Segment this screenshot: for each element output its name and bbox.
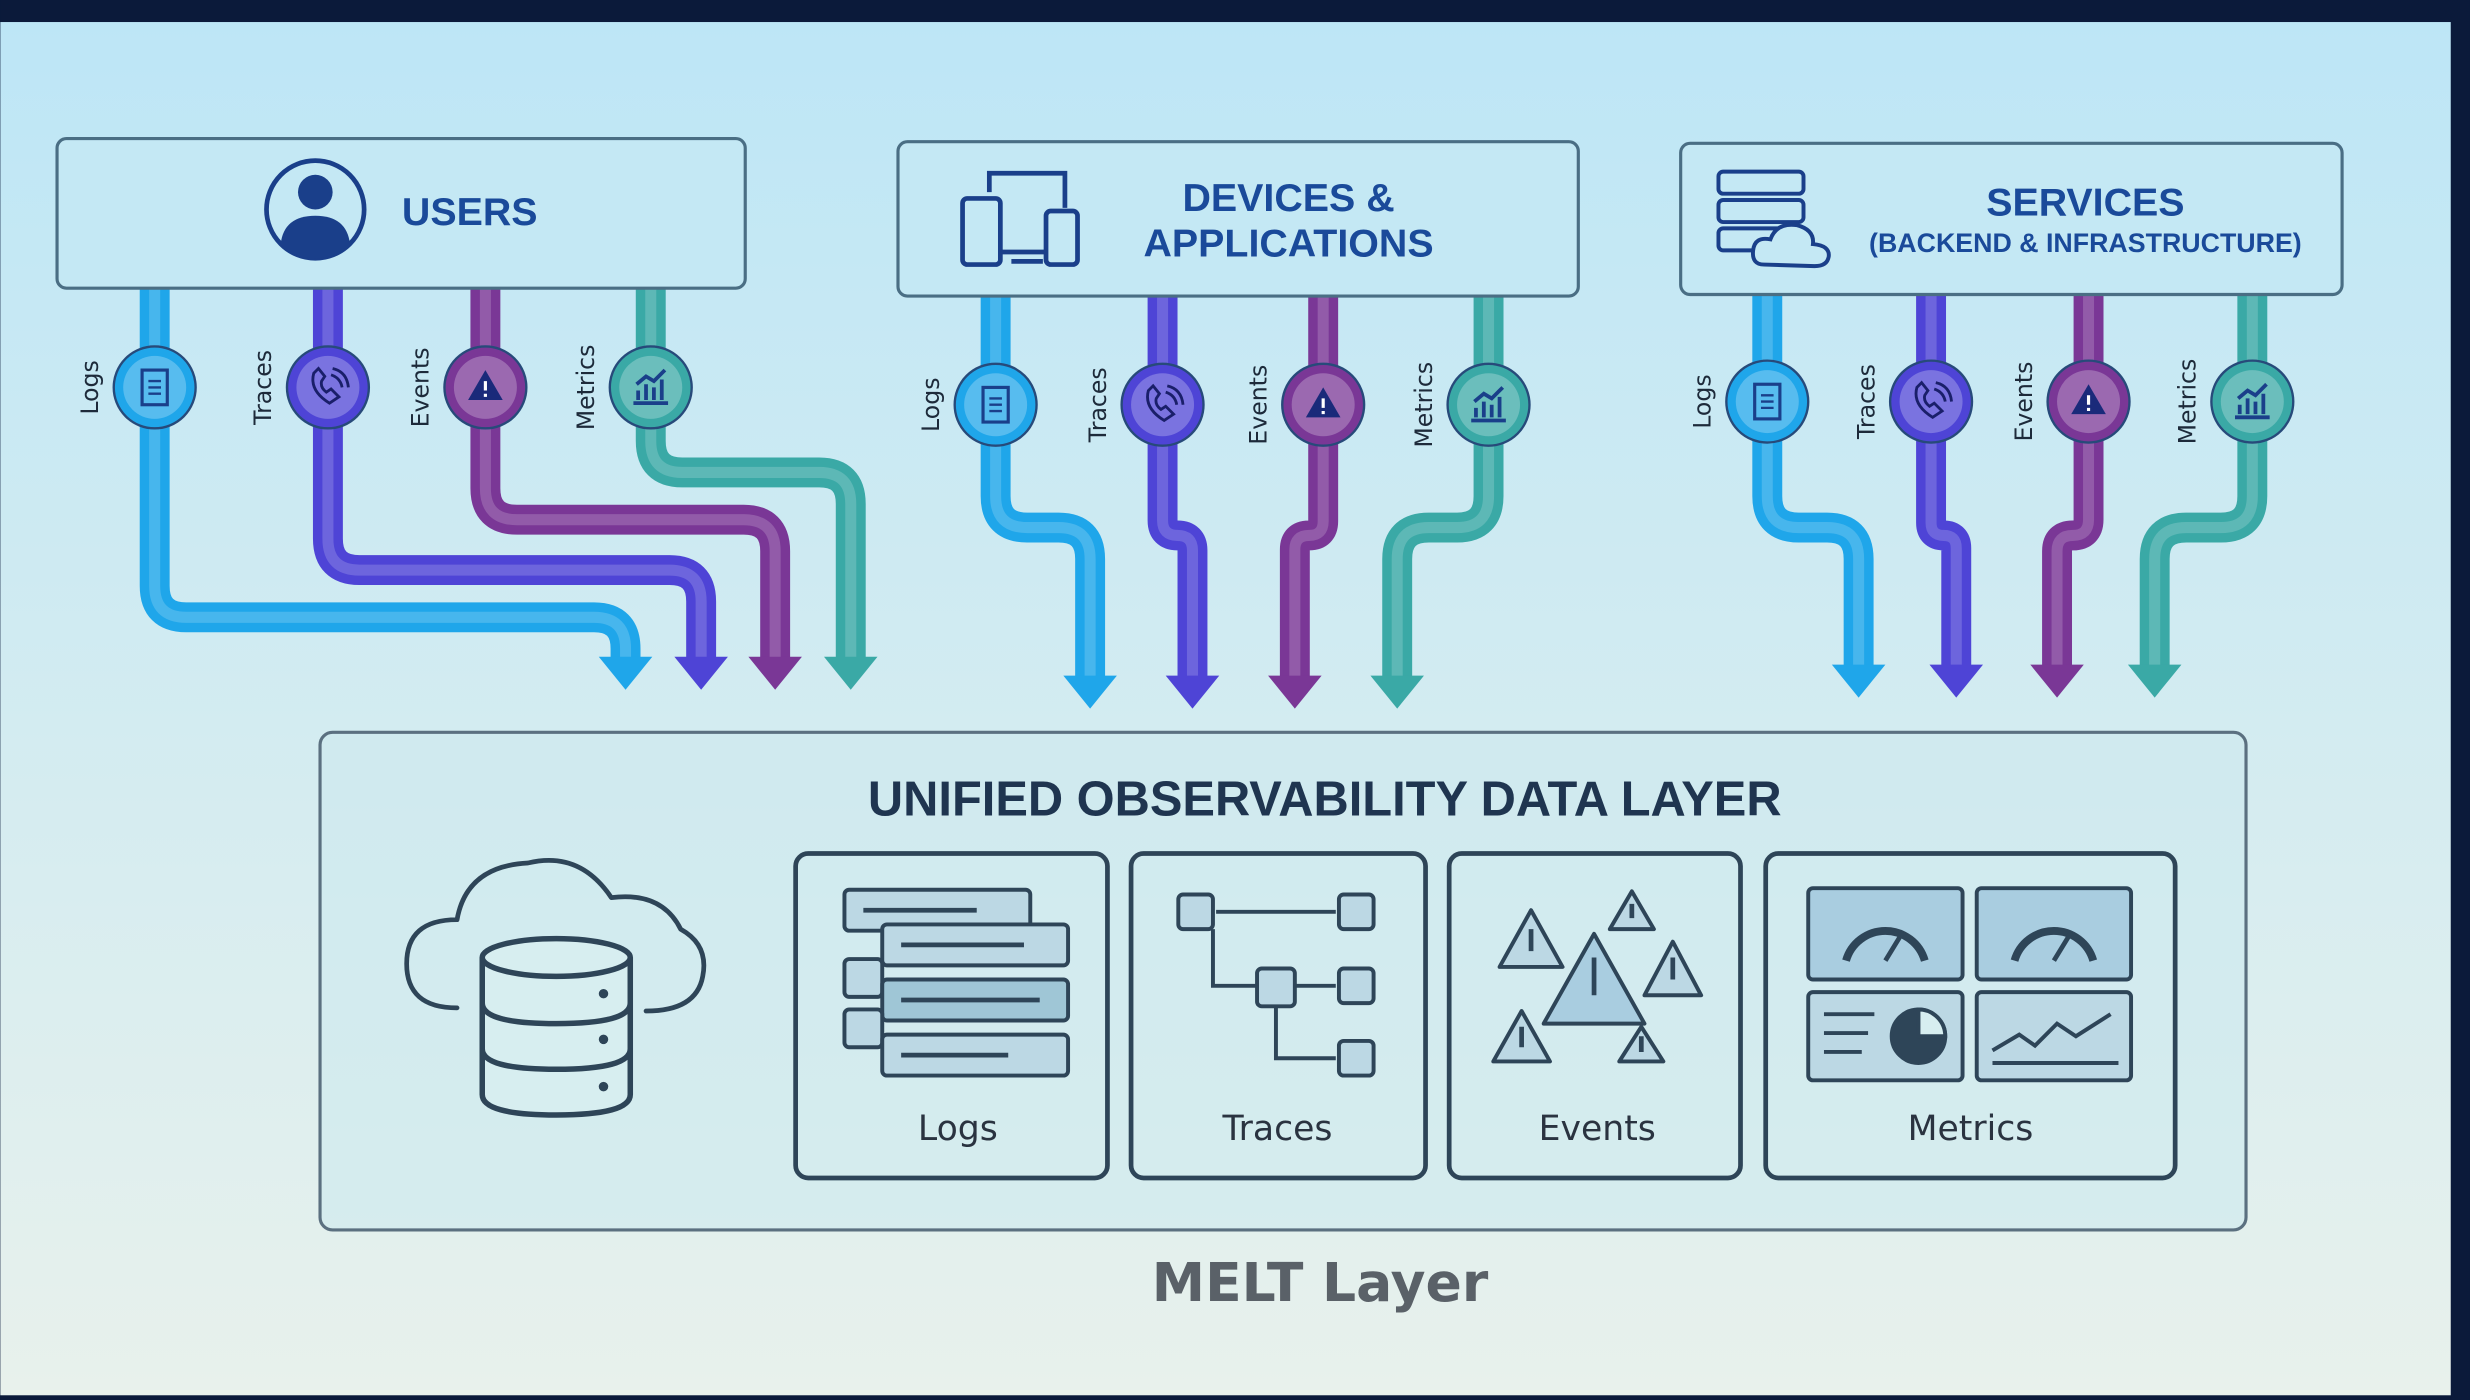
devices-events-badge: Events <box>1244 362 1366 447</box>
devices-events-arrow <box>1268 296 1339 709</box>
services-subtitle: (BACKEND & INFRASTRUCTURE) <box>1869 228 2302 258</box>
panel-traces-label: Traces <box>1222 1109 1333 1149</box>
arrowhead <box>1063 675 1117 709</box>
services-title: SERVICES <box>1986 181 2184 225</box>
dashboard-icon <box>1806 886 2134 1083</box>
services-traces-label: Traces <box>1852 364 1880 440</box>
services-logs-badge: Logs <box>1689 359 1810 444</box>
arrowhead <box>674 656 728 690</box>
users-metrics-label: Metrics <box>572 345 600 431</box>
services-logs-label: Logs <box>1689 374 1717 428</box>
source-services: SERVICES (BACKEND & INFRASTRUCTURE) <box>1679 141 2344 297</box>
document-icon <box>140 368 169 407</box>
devices-traces-label: Traces <box>1084 367 1112 443</box>
devices-title-line2: APPLICATIONS <box>1143 222 1433 266</box>
users-logs-arrow <box>139 288 653 690</box>
services-events-arrow <box>2030 294 2104 698</box>
server-cloud-icon <box>1716 169 1831 269</box>
users-logs-label: Logs <box>76 360 104 414</box>
users-traces-badge: Traces <box>249 345 371 430</box>
source-users: USERS <box>55 137 747 290</box>
document-icon <box>1753 382 1782 421</box>
arrowhead <box>1268 675 1322 709</box>
arrowhead <box>1831 664 1886 698</box>
log-lines-icon <box>842 887 1071 1078</box>
data-layer-title: UNIFIED OBSERVABILITY DATA LAYER <box>868 773 1782 827</box>
services-logs-arrow <box>1752 294 1886 698</box>
devices-icon <box>960 170 1080 267</box>
services-metrics-label: Metrics <box>2174 359 2202 445</box>
document-icon <box>981 385 1010 424</box>
phone-icon <box>1914 380 1953 420</box>
arrowhead <box>748 656 802 690</box>
warning-icon <box>468 370 503 400</box>
users-metrics-badge: Metrics <box>572 345 693 431</box>
devices-logs-arrow <box>980 296 1117 709</box>
panel-logs: Logs <box>793 851 1110 1181</box>
phone-icon <box>1146 383 1185 423</box>
devices-logs-label: Logs <box>917 377 945 431</box>
users-traces-label: Traces <box>249 350 277 426</box>
users-logs-badge: Logs <box>76 345 197 430</box>
services-traces-arrow <box>1916 294 1984 698</box>
users-events-label: Events <box>407 347 435 427</box>
devices-traces-badge: Traces <box>1084 362 1205 447</box>
stream-arrows <box>139 288 2268 709</box>
warning-triangles-icon <box>1491 889 1704 1064</box>
unified-data-layer: UNIFIED OBSERVABILITY DATA LAYER <box>318 730 2248 1232</box>
panel-metrics-label: Metrics <box>1908 1109 2034 1149</box>
users-title: USERS <box>402 190 538 234</box>
trace-flow-icon <box>1176 892 1376 1078</box>
users-metrics-arrow <box>635 288 878 690</box>
users-events-arrow <box>470 288 802 690</box>
panel-events-label: Events <box>1539 1109 1656 1149</box>
arrowhead <box>823 656 878 690</box>
devices-metrics-badge: Metrics <box>1410 362 1531 448</box>
users-traces-arrow <box>312 288 728 690</box>
stream-badges: Logs Traces Events Metrics Logs Traces Events M… <box>76 345 2295 448</box>
arrowhead <box>2127 664 2182 698</box>
devices-metrics-label: Metrics <box>1410 362 1438 448</box>
chart-icon <box>633 368 669 406</box>
panel-traces: Traces <box>1128 851 1428 1181</box>
users-events-badge: Events <box>407 345 528 430</box>
devices-logs-badge: Logs <box>917 362 1038 447</box>
chart-icon <box>1471 386 1506 423</box>
devices-title-line1: DEVICES & <box>1182 176 1394 220</box>
arrowhead <box>2030 664 2084 698</box>
arrowhead <box>1929 664 1984 698</box>
panel-metrics: Metrics <box>1763 851 2178 1181</box>
services-events-badge: Events <box>2010 359 2131 444</box>
phone-icon <box>311 366 350 405</box>
panel-logs-label: Logs <box>918 1109 998 1149</box>
source-devices: DEVICES & APPLICATIONS <box>896 140 1580 298</box>
services-traces-badge: Traces <box>1852 359 1974 444</box>
arrowhead <box>598 656 653 690</box>
arrowhead <box>1165 675 1220 709</box>
cloud-database-icon <box>404 858 707 1118</box>
services-metrics-badge: Metrics <box>2174 359 2295 445</box>
devices-events-label: Events <box>1244 365 1272 445</box>
melt-layer-caption: MELT Layer <box>1152 1251 1489 1314</box>
chart-icon <box>2235 382 2270 420</box>
services-events-label: Events <box>2010 362 2038 442</box>
warning-icon <box>1305 387 1341 418</box>
user-icon <box>264 158 367 261</box>
warning-icon <box>2071 384 2106 415</box>
services-metrics-arrow <box>2127 294 2268 698</box>
devices-metrics-arrow <box>1370 296 1504 709</box>
panel-events: Events <box>1446 851 1743 1181</box>
arrowhead <box>1370 675 1424 709</box>
devices-traces-arrow <box>1147 296 1220 709</box>
